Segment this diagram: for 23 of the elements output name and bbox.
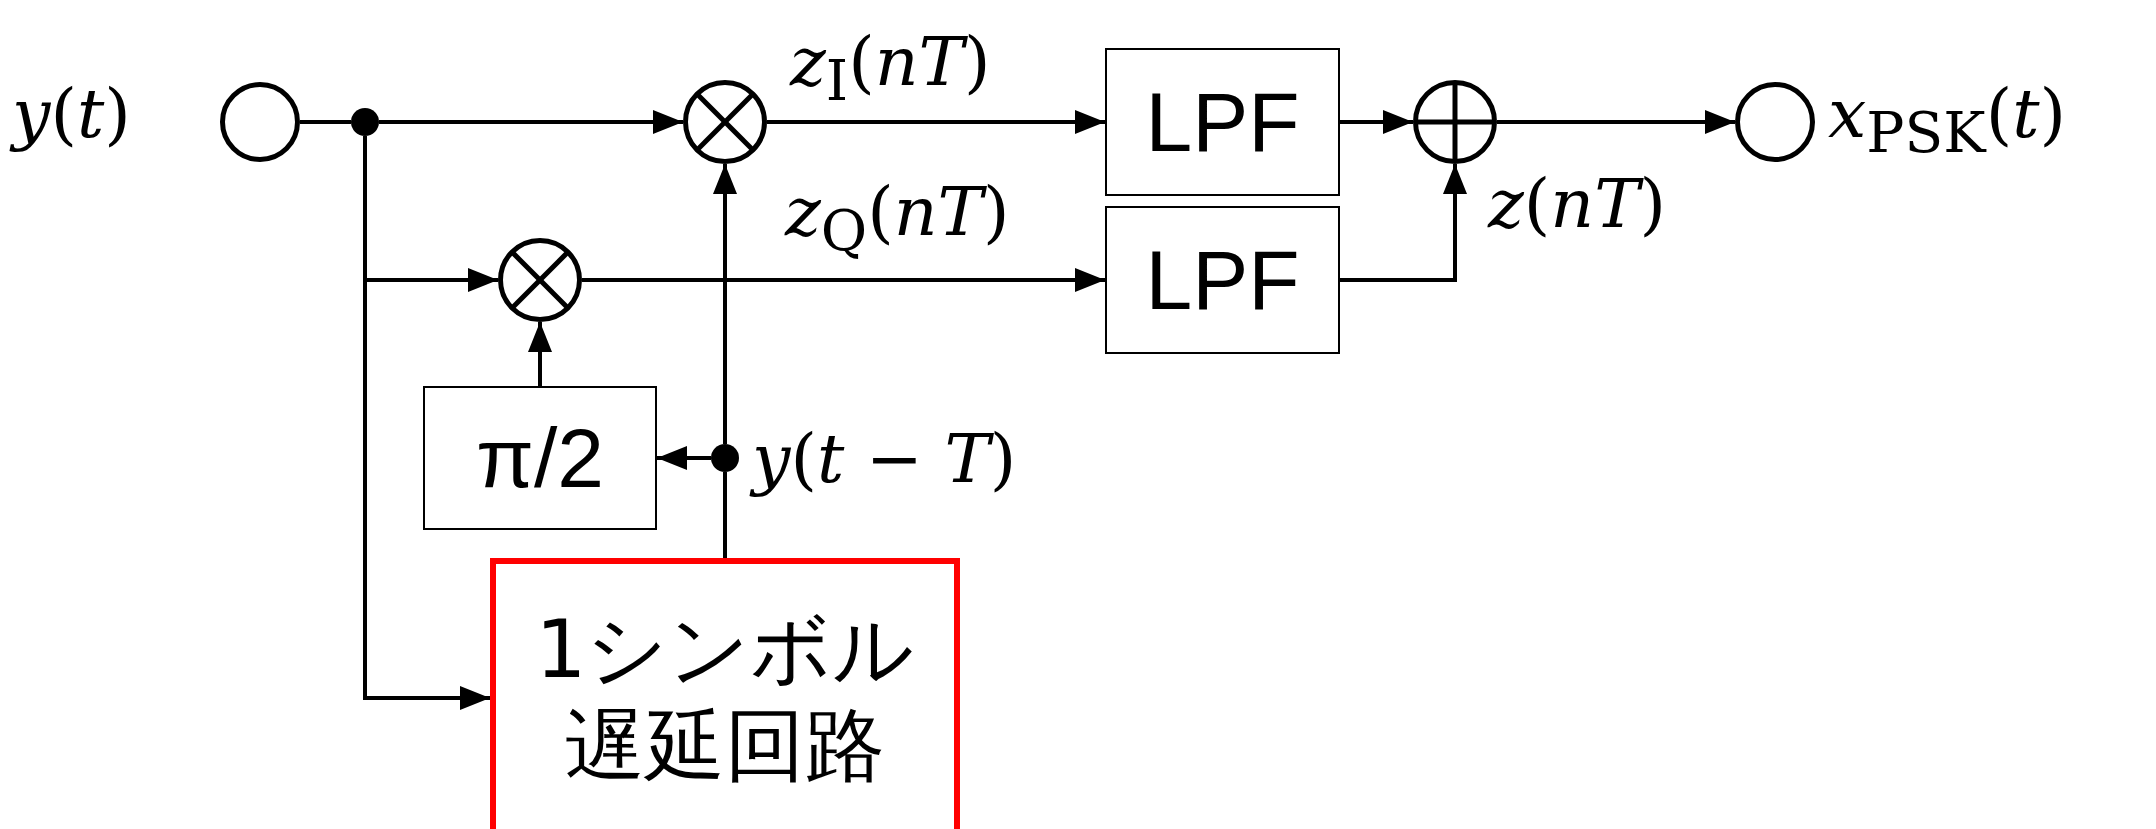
junction-dot [711, 444, 739, 472]
multiplier-symbol [683, 80, 767, 164]
signal-label: x$_{PSK}$(t) [1828, 80, 2066, 161]
arrow [1340, 164, 1467, 282]
arrow [713, 164, 737, 444]
arrow [767, 110, 1105, 134]
arrow [657, 446, 711, 470]
arrow [379, 110, 683, 134]
connector-line [723, 472, 727, 558]
block-box: LPF [1105, 206, 1340, 354]
arrow [1497, 110, 1735, 134]
delay-box: 1シンボル遅延回路 [490, 558, 960, 829]
connector-line [300, 120, 351, 124]
multiplier-symbol [498, 238, 582, 322]
junction-dot [351, 108, 379, 136]
arrow [528, 322, 552, 386]
terminal-circle [1735, 82, 1815, 162]
block-box: LPF [1105, 48, 1340, 196]
terminal-circle [220, 82, 300, 162]
block-box: π/2 [423, 386, 657, 530]
arrow [1340, 110, 1413, 134]
arrow [582, 268, 1105, 292]
adder-symbol [1413, 80, 1497, 164]
